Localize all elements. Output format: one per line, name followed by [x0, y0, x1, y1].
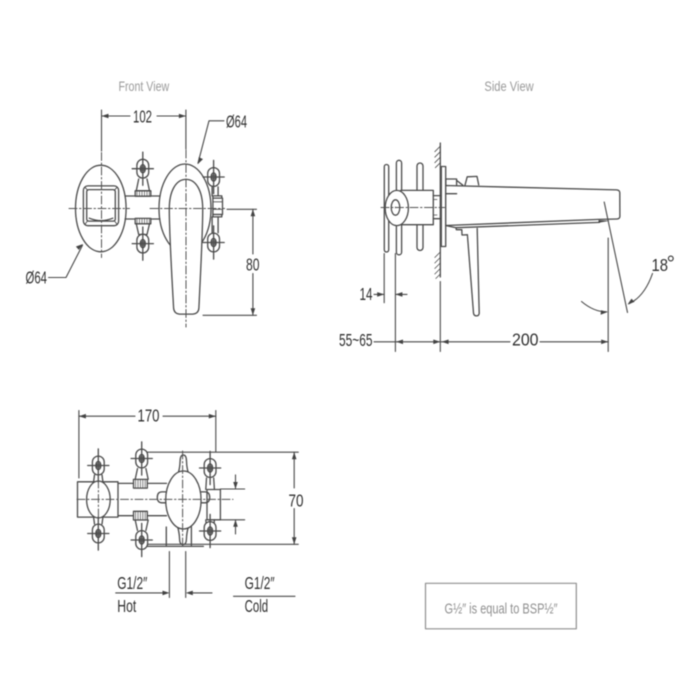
- svg-text:200: 200: [512, 330, 539, 350]
- svg-text:Front View: Front View: [119, 78, 170, 94]
- svg-text:Hot: Hot: [117, 596, 136, 616]
- svg-text:G½″ is equal to BSP½″: G½″ is equal to BSP½″: [445, 600, 558, 617]
- svg-text:Side View: Side View: [484, 78, 534, 94]
- svg-text:Cold: Cold: [245, 596, 269, 616]
- svg-text:55~65: 55~65: [339, 330, 373, 350]
- svg-text:Ø64: Ø64: [26, 268, 48, 288]
- svg-text:G1/2″: G1/2″: [117, 573, 147, 593]
- svg-text:80: 80: [246, 254, 260, 274]
- svg-text:102: 102: [133, 106, 152, 126]
- svg-text:14: 14: [360, 284, 373, 304]
- svg-text:18: 18: [652, 255, 669, 275]
- svg-text:170: 170: [138, 406, 160, 426]
- svg-text:Ø64: Ø64: [226, 112, 247, 132]
- svg-text:G1/2″: G1/2″: [245, 573, 275, 593]
- svg-text:70: 70: [289, 491, 304, 511]
